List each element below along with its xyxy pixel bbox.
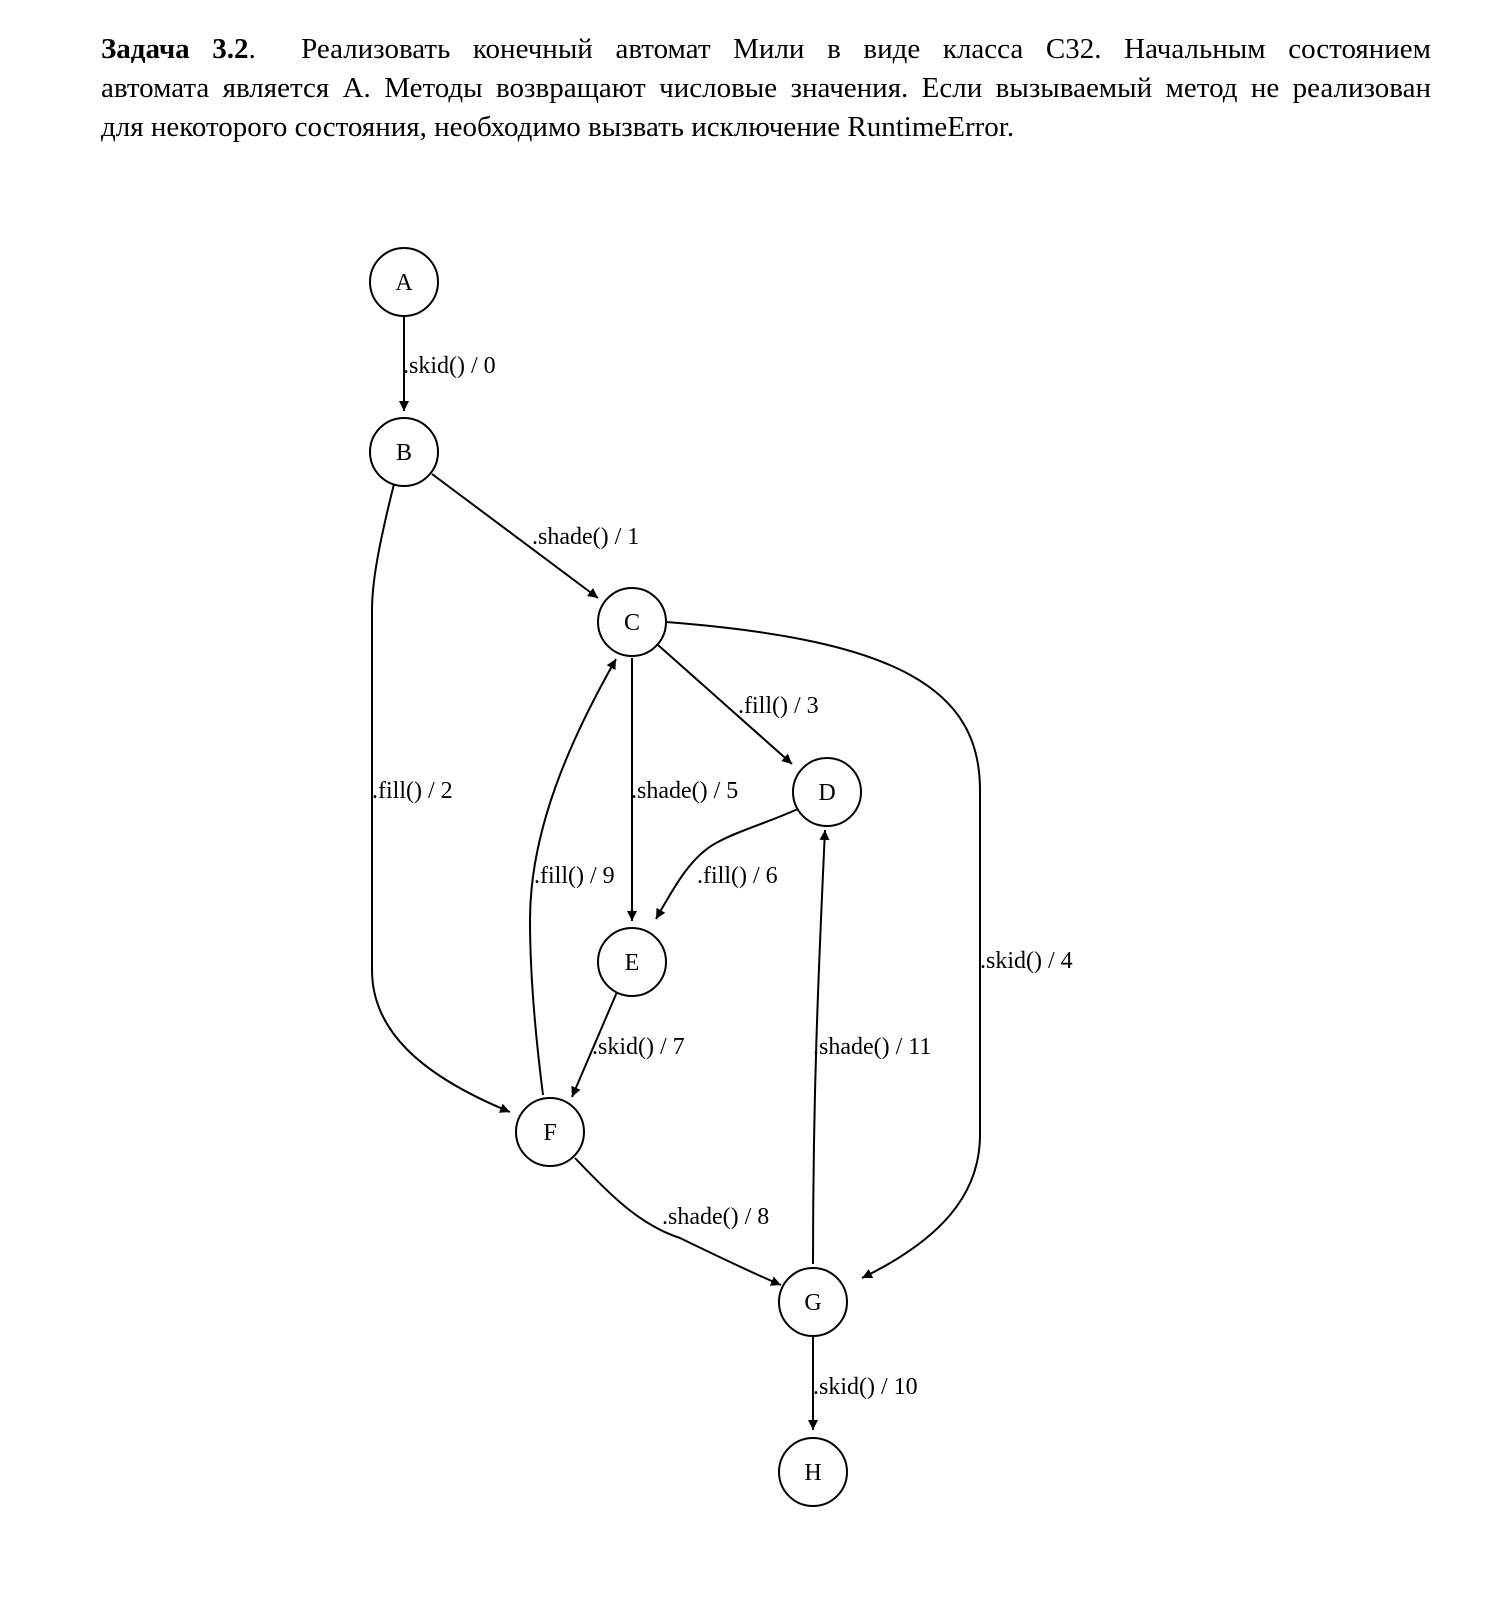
state-A: A <box>369 247 439 317</box>
task-line-2: автомата является A. Методы возвращают ч… <box>101 72 1431 104</box>
task-statement: Задача 3.2. Реализовать конечный автомат… <box>101 30 1431 147</box>
state-label-B: B <box>396 440 412 466</box>
task-line-3: для некоторого состояния, необходимо выз… <box>101 111 1015 143</box>
state-label-E: E <box>625 950 640 976</box>
state-label-A: A <box>395 270 413 296</box>
edge-label-C-D: .fill() / 3 <box>738 693 819 719</box>
edge-G-D <box>812 829 830 1265</box>
state-label-D: D <box>818 780 835 806</box>
task-title: Задача 3.2 <box>101 33 249 65</box>
state-H: H <box>778 1437 848 1507</box>
edge-label-C-E: .shade() / 5 <box>631 778 738 804</box>
state-E: E <box>597 927 667 997</box>
edge-label-E-F: .skid() / 7 <box>592 1034 685 1060</box>
task-title-suffix: . <box>248 33 256 65</box>
task-line-1: Задача 3.2. Реализовать конечный автомат… <box>101 30 1431 69</box>
edge-label-B-F: .fill() / 2 <box>372 778 453 804</box>
state-label-F: F <box>543 1120 556 1146</box>
state-label-H: H <box>804 1460 821 1486</box>
state-G: G <box>778 1267 848 1337</box>
edge-label-D-E: .fill() / 6 <box>697 863 778 889</box>
task-text-1: Реализовать конечный автомат Мили в виде… <box>301 33 1431 65</box>
edge-label-F-C: .fill() / 9 <box>534 863 615 889</box>
edges <box>371 316 981 1430</box>
edge-labels: .skid() / 0 .shade() / 1 .fill() / 2 .fi… <box>372 353 1073 1400</box>
state-label-C: C <box>624 610 640 636</box>
state-B: B <box>369 417 439 487</box>
edge-label-G-D: .shade() / 11 <box>813 1034 931 1060</box>
edge-B-C <box>431 473 599 599</box>
edge-C-D <box>657 644 793 765</box>
nodes: A B C D E F G H <box>369 247 862 1507</box>
edge-label-B-C: .shade() / 1 <box>532 524 639 550</box>
edge-label-F-G: .shade() / 8 <box>662 1204 769 1230</box>
edge-label-G-H: .skid() / 10 <box>813 1374 918 1400</box>
edge-F-C <box>528 658 617 1096</box>
edge-C-G <box>665 621 981 1279</box>
edge-label-A-B: .skid() / 0 <box>403 353 496 379</box>
edge-F-G <box>574 1157 782 1286</box>
state-F: F <box>515 1097 585 1167</box>
edge-E-F <box>571 991 618 1098</box>
edge-label-C-G: .skid() / 4 <box>980 948 1073 974</box>
edge-D-E <box>655 807 801 920</box>
edge-B-F <box>371 483 511 1113</box>
state-C: C <box>597 587 667 657</box>
state-label-G: G <box>804 1290 821 1316</box>
state-D: D <box>792 757 862 827</box>
